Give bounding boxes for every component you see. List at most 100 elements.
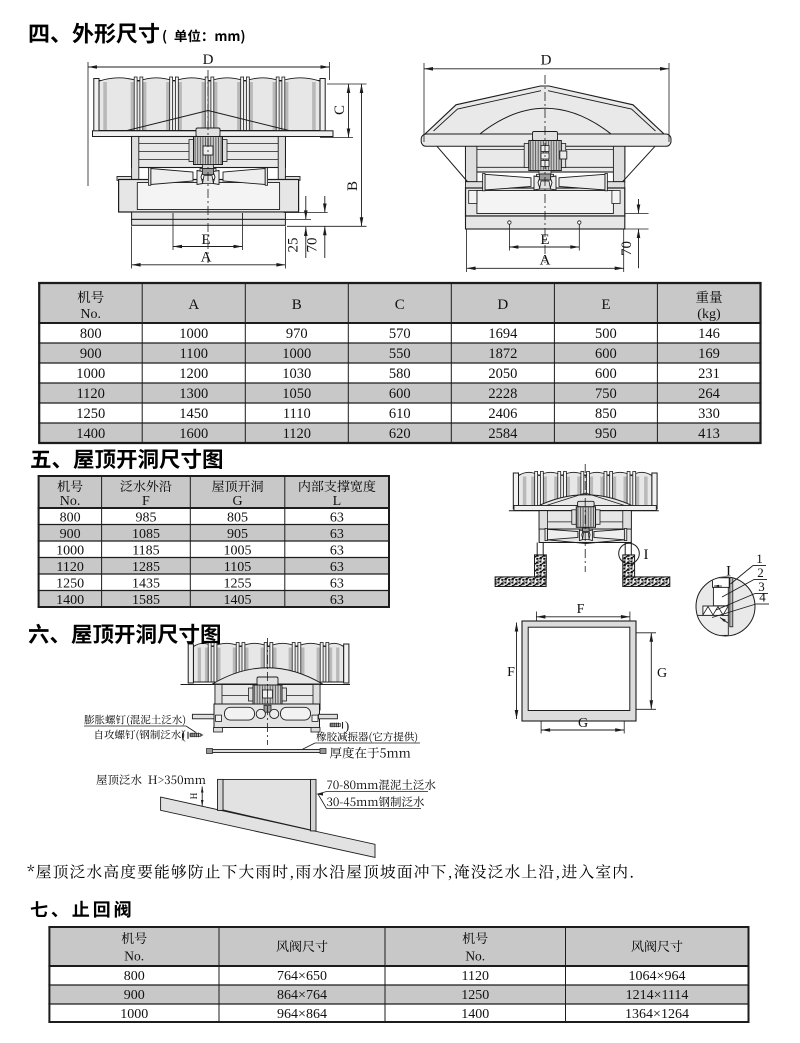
svg-text:800: 800 [80,326,102,342]
svg-text:G: G [578,716,588,731]
svg-text:1120: 1120 [462,969,489,984]
svg-text:1110: 1110 [283,406,311,422]
svg-text:985: 985 [135,511,156,526]
svg-text:600: 600 [389,386,411,402]
svg-text:D: D [497,297,508,313]
svg-text:1405: 1405 [224,593,252,608]
svg-text:63: 63 [330,577,344,592]
svg-text:H: H [189,792,199,799]
svg-text:964×864: 964×864 [277,1007,327,1022]
svg-text:1364×1264: 1364×1264 [625,1007,689,1022]
svg-text:F: F [577,602,585,617]
svg-text:No.: No. [124,949,144,964]
svg-text:I: I [726,564,731,580]
svg-text:1120: 1120 [283,426,311,442]
svg-text:E: E [201,232,210,248]
svg-text:1450: 1450 [179,406,208,422]
svg-text:E: E [601,297,610,313]
svg-text:905: 905 [227,527,248,542]
svg-text:1400: 1400 [461,1007,489,1022]
svg-text:264: 264 [698,386,721,402]
svg-text:580: 580 [389,366,411,382]
svg-text:1085: 1085 [132,527,160,542]
svg-text:1120: 1120 [76,386,104,402]
svg-text:No.: No. [80,307,101,322]
svg-text:1030: 1030 [282,366,311,382]
svg-text:610: 610 [389,406,411,422]
svg-text:1255: 1255 [224,577,252,592]
svg-text:70: 70 [619,241,635,256]
svg-text:1064×964: 1064×964 [629,969,686,984]
svg-text:63: 63 [330,544,344,559]
svg-text:1585: 1585 [132,593,160,608]
svg-text:600: 600 [595,346,617,362]
svg-text:2050: 2050 [488,366,517,382]
svg-text:146: 146 [698,326,720,342]
svg-text:D: D [541,53,552,69]
svg-text:A: A [188,297,199,313]
svg-text:1000: 1000 [56,544,84,559]
svg-text:63: 63 [330,593,344,608]
svg-text:2: 2 [757,565,764,580]
svg-text:G: G [657,666,667,681]
svg-text:1005: 1005 [224,544,252,559]
svg-text:1000: 1000 [282,346,311,362]
svg-text:750: 750 [595,386,617,402]
svg-text:): ) [345,718,349,733]
svg-text:1250: 1250 [56,577,84,592]
svg-text:L: L [333,494,342,509]
svg-text:A: A [540,253,551,269]
svg-text:950: 950 [595,426,617,442]
svg-text:570: 570 [389,326,411,342]
svg-text:620: 620 [389,426,411,442]
svg-text:1100: 1100 [180,346,208,362]
svg-text:(kg): (kg) [697,307,721,322]
svg-text:B: B [345,181,361,191]
svg-text:1: 1 [756,551,763,566]
svg-text:2406: 2406 [488,406,517,422]
svg-text:1300: 1300 [179,386,208,402]
svg-text:70: 70 [305,238,321,253]
svg-text:413: 413 [698,426,720,442]
svg-text:800: 800 [60,511,81,526]
svg-text:1600: 1600 [179,426,208,442]
svg-text:2584: 2584 [488,426,518,442]
svg-text:1400: 1400 [76,426,105,442]
svg-text:1000: 1000 [120,1007,148,1022]
svg-text:169: 169 [698,346,720,362]
svg-text:C: C [332,105,348,115]
svg-text:1050: 1050 [282,386,311,402]
svg-text:1000: 1000 [179,326,208,342]
svg-text:800: 800 [124,969,145,984]
svg-text:63: 63 [330,527,344,542]
svg-text:1120: 1120 [56,560,83,575]
svg-text:500: 500 [595,326,617,342]
svg-text:330: 330 [698,406,720,422]
svg-text:1285: 1285 [132,560,160,575]
svg-text:4: 4 [759,590,766,605]
svg-text:1400: 1400 [56,593,84,608]
svg-text:25: 25 [286,238,302,253]
svg-text:900: 900 [124,988,145,1003]
svg-text:F: F [142,494,150,509]
svg-text:1250: 1250 [461,988,489,1003]
svg-text:1000: 1000 [76,366,105,382]
svg-text:900: 900 [80,346,102,362]
svg-text:B: B [292,297,302,313]
svg-text:A: A [201,250,212,266]
svg-text:2228: 2228 [488,386,517,402]
svg-text:C: C [395,297,405,313]
svg-text:764×650: 764×650 [277,969,327,984]
svg-text:63: 63 [330,560,344,575]
svg-text:I: I [644,547,649,563]
svg-text:1200: 1200 [179,366,208,382]
svg-text:1872: 1872 [488,346,517,362]
svg-text:63: 63 [330,511,344,526]
svg-text:900: 900 [60,527,81,542]
svg-text:231: 231 [698,366,720,382]
svg-text:1435: 1435 [132,577,160,592]
svg-text:600: 600 [595,366,617,382]
svg-text:1185: 1185 [132,544,159,559]
svg-text:No.: No. [465,949,485,964]
svg-text:1214×1114: 1214×1114 [626,988,689,1003]
